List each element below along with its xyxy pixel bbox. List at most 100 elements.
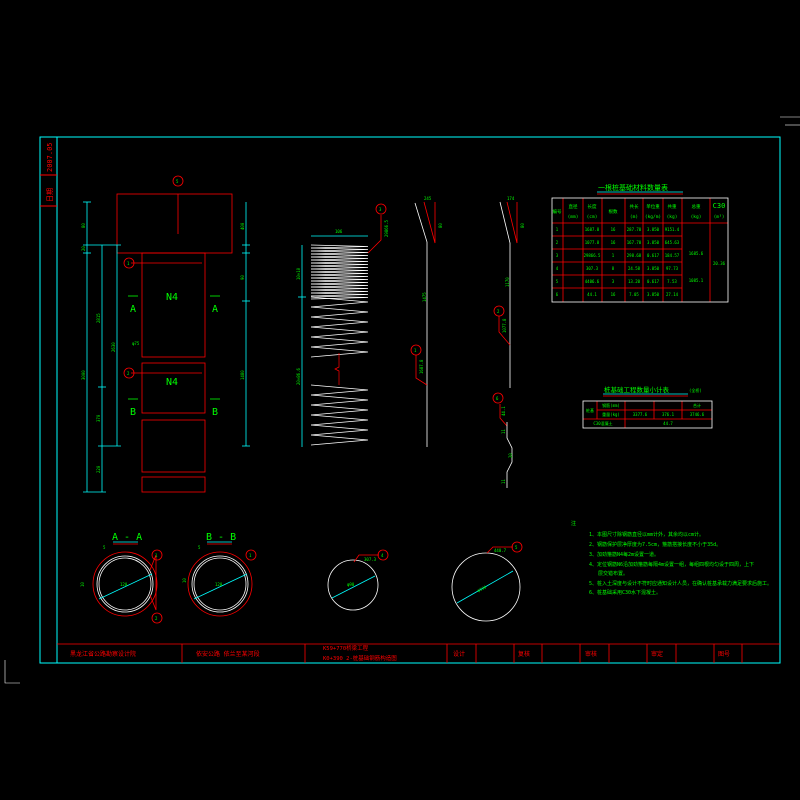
len-6: 44.1 [501, 406, 506, 416]
material-table-headers: 编号 直径 (mm) 长度 (cm) 根数 共长 (m) 单位重 (kg/m) … [553, 202, 726, 220]
summary-weight-1: 3377.6 [633, 412, 648, 417]
material-table-title: 一根桩基础材料数量表 [598, 183, 668, 192]
cage-dim-top: 10×10 [296, 267, 301, 280]
pile-label-n4-top: N4 [166, 292, 178, 303]
len-3: 29866.5 [384, 220, 389, 237]
spiral-rebar-cage [310, 244, 369, 446]
header-unitwt-unit: (kg/m) [645, 214, 661, 220]
header-totwt: 总重 [692, 203, 701, 210]
material-cell-unit_wt: 3.850 [647, 240, 660, 245]
header-len: 长度 [588, 203, 597, 210]
bb-marker-1: 1 [249, 553, 252, 558]
approver-label: 审定 [651, 650, 663, 658]
material-cell-unit_wt: 3.850 [647, 266, 660, 271]
note-5: 5、桩入土深度与设计不符时应通知设计人员，在确认桩基承载力满足要求后施工。 [589, 580, 772, 587]
section-bb-title: B - B [206, 532, 236, 543]
summary-weight-2: 376.1 [662, 412, 675, 417]
material-cell-no: 2 [556, 240, 559, 245]
ring5-len: 440.7 [494, 548, 507, 553]
dim-400: 400 [240, 222, 245, 230]
spiral-rebar-segment [310, 283, 369, 288]
spiral-rebar-segment [310, 268, 369, 273]
spacing-note: φ75 [132, 341, 140, 346]
material-cell-wt: 27.14 [666, 292, 679, 297]
section-b-right: B [212, 407, 218, 418]
note-6: 6、桩基础采用C30水下混凝土。 [589, 589, 661, 596]
note-1: 1、本图尺寸除钢筋直径以mm计外，其余均以cm计。 [589, 531, 704, 538]
summary-rebar-label: 钢筋(mm) [602, 402, 620, 408]
cage-width: 106 [335, 229, 343, 234]
summary-table-title: 桩基础工程数量小计表 [604, 385, 670, 394]
marker-5: 5 [176, 179, 179, 184]
spiral-rebar-segment [310, 286, 369, 291]
material-cell-wt: 184.57 [665, 253, 680, 258]
spiral-rebar-segment [310, 326, 369, 338]
summary-table-cells: 桩基 钢筋(mm) 合计 重量(kg) 3377.6 376.1 3746.6 … [586, 402, 705, 426]
spiral-rebar-segment [310, 277, 369, 282]
material-cell-count: 16 [611, 227, 616, 232]
main-len-2: 1170 [505, 277, 510, 287]
material-cell-count: 1 [612, 253, 615, 258]
spiral-rebar-segment [310, 306, 369, 318]
side-1: 80 [438, 223, 443, 228]
material-cell-wt: 97.73 [666, 266, 679, 271]
material-cell-len: 1077.8 [585, 240, 600, 245]
material-cell-len: 307.3 [586, 266, 599, 271]
material-cell-total_len: 13.20 [628, 279, 641, 284]
top-1: 245 [424, 196, 432, 201]
institute-name: 黑龙江省公路勘察设计院 [70, 650, 136, 658]
section-aa-title: A - A [112, 532, 142, 543]
material-cell-unit_wt: 0.617 [647, 253, 660, 258]
project-name: 依安公路 依兰至某河段 [196, 650, 260, 658]
summary-concrete-value: 44.7 [663, 421, 673, 426]
note-3: 3、加劲箍筋N4每2m设置一道。 [589, 551, 659, 558]
material-cell-wt: 9151.4 [665, 227, 680, 232]
material-cell-len: 44.1 [587, 292, 597, 297]
reviewer-label: 审核 [585, 650, 597, 658]
dimension-lines [83, 201, 250, 493]
marker-2-detail: 2 [497, 309, 500, 314]
spiral-rebar-segment [310, 316, 369, 328]
summary-table-grid [582, 400, 713, 429]
spiral-rebar-segment [310, 256, 369, 261]
material-cell-total_len: 24.58 [628, 266, 641, 271]
material-cell-no: 1 [556, 227, 559, 232]
header-unitwt: 单位重 [646, 203, 660, 210]
marker-1: 1 [127, 261, 130, 266]
dim-20: 20 [81, 246, 86, 251]
len-1: 1687.8 [419, 359, 424, 374]
note-4-cont: 层交错布置。 [589, 570, 628, 577]
aa-marker-2: 2 [155, 616, 158, 621]
summary-weight-total: 3746.6 [690, 412, 705, 417]
header-totwt-unit: (kg) [691, 214, 702, 220]
header-count: 根数 [609, 208, 618, 215]
header-dia: 直径 [569, 203, 578, 210]
material-cell-total_len: 287.70 [627, 227, 642, 232]
aa-diameter: 120 [120, 582, 128, 587]
spiral-rebar-segment [310, 404, 369, 416]
ring4-diameter: φ90 [347, 582, 355, 587]
header-totlen: 共长 [630, 203, 639, 210]
ring5-diameter: φ130 [476, 584, 487, 593]
drawing-no-label: 图号 [718, 651, 730, 658]
material-cell-total_len: 7.05 [629, 292, 639, 297]
len-2: 1077.8 [502, 318, 507, 333]
spiral-rebar-segment [310, 250, 369, 255]
main-len-1: 1475 [422, 292, 427, 302]
section-b-left: B [130, 407, 136, 418]
spiral-rebar-segment [310, 384, 369, 396]
header-no: 编号 [553, 208, 562, 215]
header-c30: C30 [713, 202, 726, 210]
dim-2630: 2630 [111, 342, 116, 352]
spiral-rebar-segment [310, 271, 369, 276]
material-cell-total_len: 167.70 [627, 240, 642, 245]
spiral-rebar-segment [310, 274, 369, 279]
dim-2815: 2815 [96, 313, 101, 323]
section-a-left: A [130, 304, 136, 315]
section-marks [128, 295, 220, 400]
dim-3000: 3000 [81, 370, 86, 380]
drawing-title-2: K0+390 2-桩基础钢筋构造图 [323, 654, 397, 662]
material-cell-no: 6 [556, 292, 559, 297]
material-cell-no: 5 [556, 279, 559, 284]
edition-label: 日期 [46, 188, 54, 202]
